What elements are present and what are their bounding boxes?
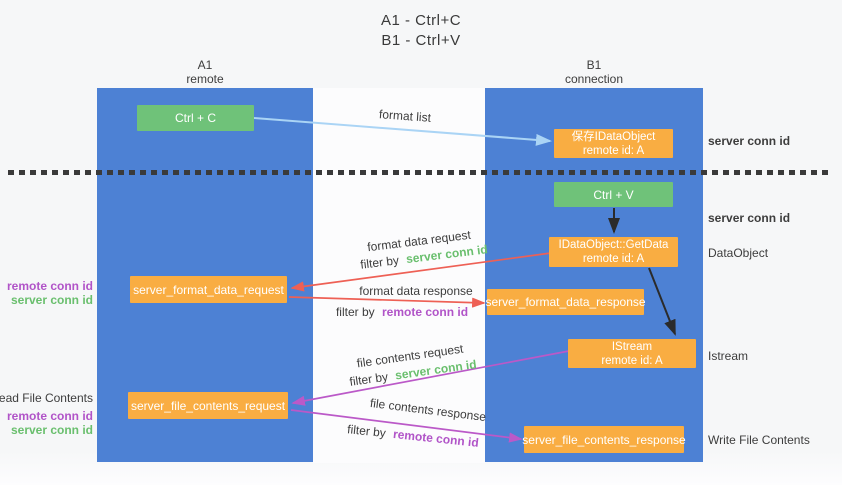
- node-istream-line1: IStream: [611, 340, 653, 353]
- left-server-conn-id-bottom: server conn id: [10, 423, 93, 437]
- title-line-2: B1 - Ctrl+V: [381, 32, 461, 49]
- node-istream: IStream remote id: A: [568, 339, 696, 368]
- label-filter-by-remote-conn-id-1: filter by remote conn id: [336, 305, 468, 319]
- left-labels-bottom: Read File Contents remote conn id server…: [0, 391, 93, 437]
- session-divider-dotted-line: [8, 170, 828, 175]
- between-lanes-strip: [313, 88, 485, 463]
- filter-by-token: filter by: [335, 305, 375, 319]
- left-remote-conn-id-bottom: remote conn id: [6, 409, 93, 423]
- node-file-response-label: server_file_contents_response: [522, 432, 686, 447]
- node-save-idataobject: 保存IDataObject remote id: A: [554, 129, 673, 158]
- lane-a1-subtitle: remote: [186, 72, 224, 86]
- format-data-response-arrow: [288, 296, 486, 308]
- file-contents-response-arrow: [290, 409, 523, 443]
- node-save-idataobject-line2: remote id: A: [582, 144, 645, 157]
- diagram-title: A1 - Ctrl+C B1 - Ctrl+V: [0, 11, 842, 51]
- lane-header-a1: A1 remote: [97, 58, 313, 86]
- lane-b1-name: B1: [586, 58, 602, 72]
- format-data-request-arrow: [290, 252, 552, 292]
- label-format-data-response: format data response: [359, 284, 473, 298]
- write-file-contents-label: Write File Contents: [708, 433, 810, 447]
- file-contents-request-arrow: [291, 350, 570, 406]
- node-server-format-data-request: server_format_data_request: [130, 276, 287, 303]
- node-save-idataobject-line1: 保存IDataObject: [571, 130, 656, 143]
- node-server-file-contents-request: server_file_contents_request: [128, 392, 288, 419]
- node-ctrl-c: Ctrl + C: [137, 105, 254, 131]
- node-ctrl-v-label: Ctrl + V: [593, 187, 634, 202]
- node-format-response-label: server_format_data_response: [485, 295, 646, 309]
- node-getdata-line2: remote id: A: [582, 253, 645, 265]
- lane-header-b1: B1 connection: [486, 58, 702, 86]
- node-idataobject-getdata: IDataObject::GetData remote id: A: [549, 237, 678, 267]
- right-server-conn-id-top: server conn id: [708, 134, 791, 148]
- istream-label: Istream: [708, 349, 749, 363]
- right-server-conn-id-mid: server conn id: [708, 211, 791, 225]
- node-server-format-data-response: server_format_data_response: [485, 289, 646, 315]
- node-server-file-contents-response: server_file_contents_response: [522, 426, 686, 453]
- node-getdata-line1: IDataObject::GetData: [558, 239, 669, 251]
- dataobject-label: DataObject: [708, 246, 769, 260]
- read-file-contents-label: Read File Contents: [0, 391, 93, 405]
- format-list-arrow: [253, 117, 552, 146]
- getdata-to-istream-arrow: [648, 267, 676, 336]
- node-ctrl-c-label: Ctrl + C: [174, 111, 216, 125]
- title-line-1: A1 - Ctrl+C: [380, 12, 462, 29]
- node-istream-line2: remote id: A: [601, 354, 663, 367]
- node-format-request-label: server_format_data_request: [133, 282, 284, 297]
- left-conn-id-labels-top: remote conn id server conn id: [7, 279, 93, 307]
- node-ctrl-v: Ctrl + V: [554, 182, 673, 207]
- left-server-conn-id-top: server conn id: [10, 293, 93, 307]
- node-file-request-label: server_file_contents_request: [130, 398, 286, 413]
- remote-conn-id-token: remote conn id: [382, 305, 469, 319]
- lane-a1-name: A1: [197, 58, 213, 72]
- left-remote-conn-id-top: remote conn id: [6, 279, 93, 293]
- lane-b1-subtitle: connection: [564, 72, 624, 86]
